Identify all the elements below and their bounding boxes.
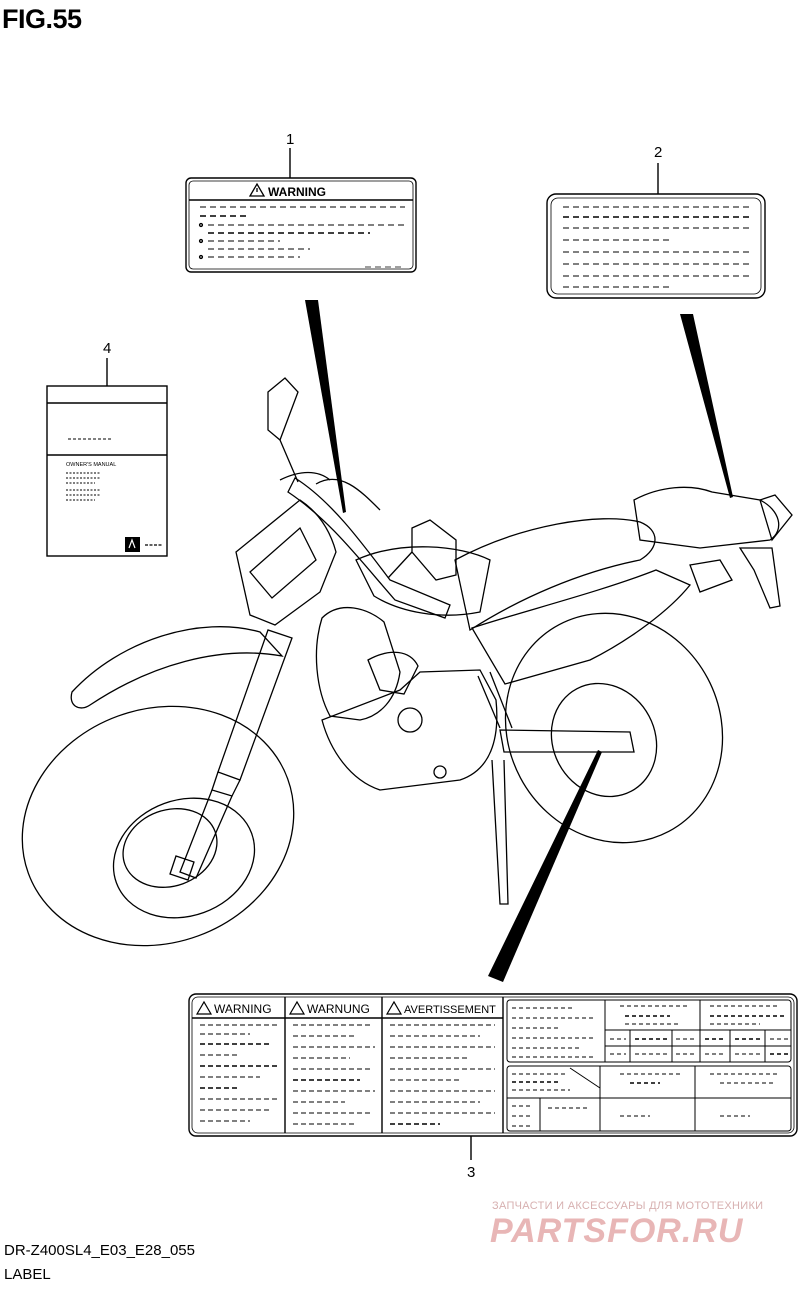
warning-triangle-icon xyxy=(385,1000,403,1015)
label-2[interactable] xyxy=(546,193,766,299)
watermark-logo: PARTSFOR.RU xyxy=(490,1212,744,1250)
callout-2: 2 xyxy=(654,144,663,161)
warning-triangle-icon xyxy=(288,1000,306,1015)
label-3-heading-en: WARNING xyxy=(214,1002,272,1016)
callout-1: 1 xyxy=(286,131,295,148)
figure-name: LABEL xyxy=(4,1266,51,1283)
manual-title: OWNER'S MANUAL xyxy=(66,462,116,468)
label-3-heading-de: WARNUNG xyxy=(307,1002,370,1016)
warning-triangle-icon xyxy=(195,1000,213,1015)
owners-manual[interactable]: OWNER'S MANUAL xyxy=(46,385,168,557)
warning-triangle-icon xyxy=(248,182,266,197)
suzuki-logo-icon xyxy=(125,537,140,552)
figure-code: DR-Z400SL4_E03_E28_055 xyxy=(4,1242,195,1259)
callout-4: 4 xyxy=(103,340,112,357)
callout-3: 3 xyxy=(467,1164,476,1181)
motorcycle-drawing xyxy=(21,377,793,947)
leader-arrows xyxy=(305,300,733,982)
label-1-heading: WARNING xyxy=(268,185,326,199)
figure-title: FIG.55 xyxy=(2,4,82,34)
label-1-warning[interactable]: WARNING xyxy=(185,177,417,273)
watermark-subtitle: ЗАПЧАСТИ И АКСЕССУАРЫ ДЛЯ МОТОТЕХНИКИ xyxy=(492,1200,764,1212)
label-3-multilanguage[interactable]: WARNING WARNUNG AVERTISSEMENT xyxy=(188,993,798,1137)
label-3-heading-fr: AVERTISSEMENT xyxy=(404,1004,496,1016)
